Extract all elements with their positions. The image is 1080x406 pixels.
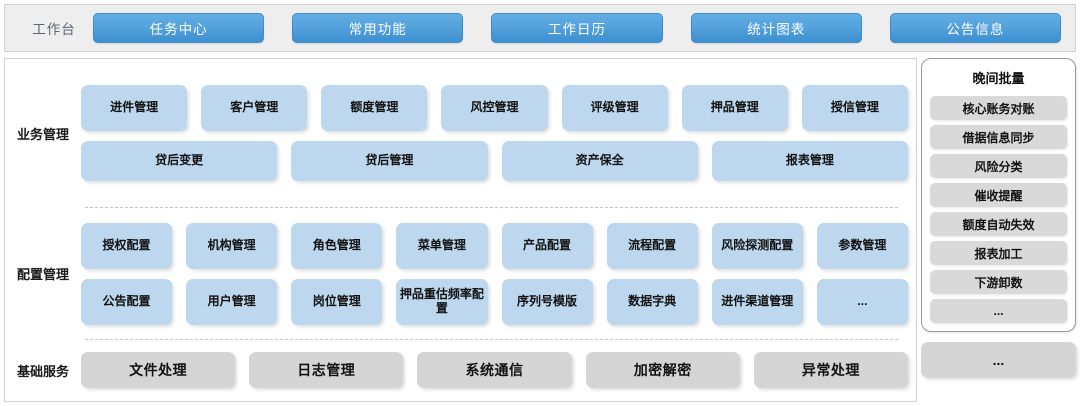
batch-item-risk-classification[interactable]: 风险分类 [930,154,1067,178]
night-batch-sidebar: 晚间批量 核心账务对账 借据信息同步 风险分类 催收提醒 额度自动失效 报表加工… [921,58,1076,402]
tile-row: 公告配置 用户管理 岗位管理 押品重估频率配置 序列号模版 数据字典 进件渠道管… [81,278,908,325]
batch-item-loan-note-info-sync[interactable]: 借据信息同步 [930,125,1067,149]
tile-encryption-decryption[interactable]: 加密解密 [585,352,740,388]
tile-post-loan-management[interactable]: 贷后管理 [291,141,488,181]
tile-exception-handling[interactable]: 异常处理 [753,352,909,388]
tile-post-loan-change[interactable]: 贷后变更 [81,141,278,181]
tile-user-management[interactable]: 用户管理 [186,278,278,325]
tile-position-management[interactable]: 岗位管理 [291,278,383,325]
tile-collateral-revaluation-frequency-config[interactable]: 押品重估频率配置 [396,278,488,325]
tile-credit-granting-management[interactable]: 授信管理 [801,85,908,131]
top-button-announcements[interactable]: 公告信息 [889,13,1062,43]
tile-collateral-management[interactable]: 押品管理 [681,85,788,131]
section-divider-config-basic [85,339,898,340]
tile-asset-preservation[interactable]: 资产保全 [501,141,698,181]
tile-parameter-management[interactable]: 参数管理 [816,222,908,269]
tile-row: 授权配置 机构管理 角色管理 菜单管理 产品配置 流程配置 风险探测配置 参数管… [81,222,908,269]
section-rows-business: 进件管理 客户管理 额度管理 风控管理 评级管理 押品管理 授信管理 贷后变更 … [81,85,908,181]
section-rows-basic: 文件处理 日志管理 系统通信 加密解密 异常处理 [81,352,909,388]
tile-customer-management[interactable]: 客户管理 [201,85,308,131]
top-button-work-calendar[interactable]: 工作日历 [491,13,663,43]
tile-log-management[interactable]: 日志管理 [249,352,404,388]
tile-announcement-config[interactable]: 公告配置 [81,278,173,325]
tile-row: 贷后变更 贷后管理 资产保全 报表管理 [81,141,908,181]
tile-data-dictionary[interactable]: 数据字典 [606,278,698,325]
batch-item-downstream-data-unload[interactable]: 下游卸数 [930,270,1067,294]
top-button-common-functions[interactable]: 常用功能 [292,13,464,43]
tile-credit-limit-management[interactable]: 额度管理 [321,85,428,131]
tile-row: 进件管理 客户管理 额度管理 风控管理 评级管理 押品管理 授信管理 [81,85,908,131]
sidebar-more-tile[interactable]: ... [921,342,1076,378]
batch-item-core-accounting-reconciliation[interactable]: 核心账务对账 [930,96,1067,120]
tile-risk-detection-config[interactable]: 风险探测配置 [711,222,803,269]
batch-item-report-processing[interactable]: 报表加工 [930,241,1067,265]
top-button-group: 任务中心 常用功能 工作日历 统计图表 公告信息 [93,13,1065,43]
section-label-basic-services: 基础服务 [16,363,69,379]
batch-item-more[interactable]: ... [930,299,1067,323]
section-label-business-management: 业务管理 [16,126,69,142]
tile-risk-control-management[interactable]: 风控管理 [441,85,548,131]
workbench-label: 工作台 [32,22,76,37]
section-business-management: 业务管理 进件管理 客户管理 额度管理 风控管理 评级管理 押品管理 授信管理 … [5,59,916,207]
tile-authorization-config[interactable]: 授权配置 [81,222,173,269]
tile-row: 文件处理 日志管理 系统通信 加密解密 异常处理 [81,352,909,388]
tile-process-config[interactable]: 流程配置 [606,222,698,269]
tile-rating-management[interactable]: 评级管理 [561,85,668,131]
tile-file-processing[interactable]: 文件处理 [81,352,236,388]
section-label-configuration-management: 配置管理 [16,267,69,282]
tile-organization-management[interactable]: 机构管理 [186,222,278,269]
section-basic-services: 基础服务 文件处理 日志管理 系统通信 加密解密 异常处理 [5,340,916,400]
tile-menu-management[interactable]: 菜单管理 [396,222,488,269]
section-divider-business-config [85,207,898,208]
batch-item-collection-reminder[interactable]: 催收提醒 [930,183,1067,207]
tile-system-communication[interactable]: 系统通信 [417,352,572,388]
section-rows-config: 授权配置 机构管理 角色管理 菜单管理 产品配置 流程配置 风险探测配置 参数管… [81,222,908,325]
top-navigation-bar: 工作台 任务中心 常用功能 工作日历 统计图表 公告信息 [4,4,1076,52]
top-button-statistics-chart[interactable]: 统计图表 [690,13,862,43]
night-batch-card: 晚间批量 核心账务对账 借据信息同步 风险分类 催收提醒 额度自动失效 报表加工… [921,58,1076,332]
tile-role-management[interactable]: 角色管理 [291,222,383,269]
tile-application-management[interactable]: 进件管理 [81,85,188,131]
tile-config-more[interactable]: ... [816,278,908,325]
tile-report-management[interactable]: 报表管理 [711,141,908,181]
batch-item-auto-limit-expiry[interactable]: 额度自动失效 [930,212,1067,236]
module-map-panel: 业务管理 进件管理 客户管理 额度管理 风控管理 评级管理 押品管理 授信管理 … [4,58,917,402]
top-button-task-center[interactable]: 任务中心 [93,13,265,43]
night-batch-title: 晚间批量 [972,71,1025,86]
tile-serial-number-template[interactable]: 序列号模版 [501,278,593,325]
tile-application-channel-management[interactable]: 进件渠道管理 [711,278,803,325]
section-configuration-management: 配置管理 授权配置 机构管理 角色管理 菜单管理 产品配置 流程配置 风险探测配… [5,208,916,339]
tile-product-config[interactable]: 产品配置 [501,222,593,269]
